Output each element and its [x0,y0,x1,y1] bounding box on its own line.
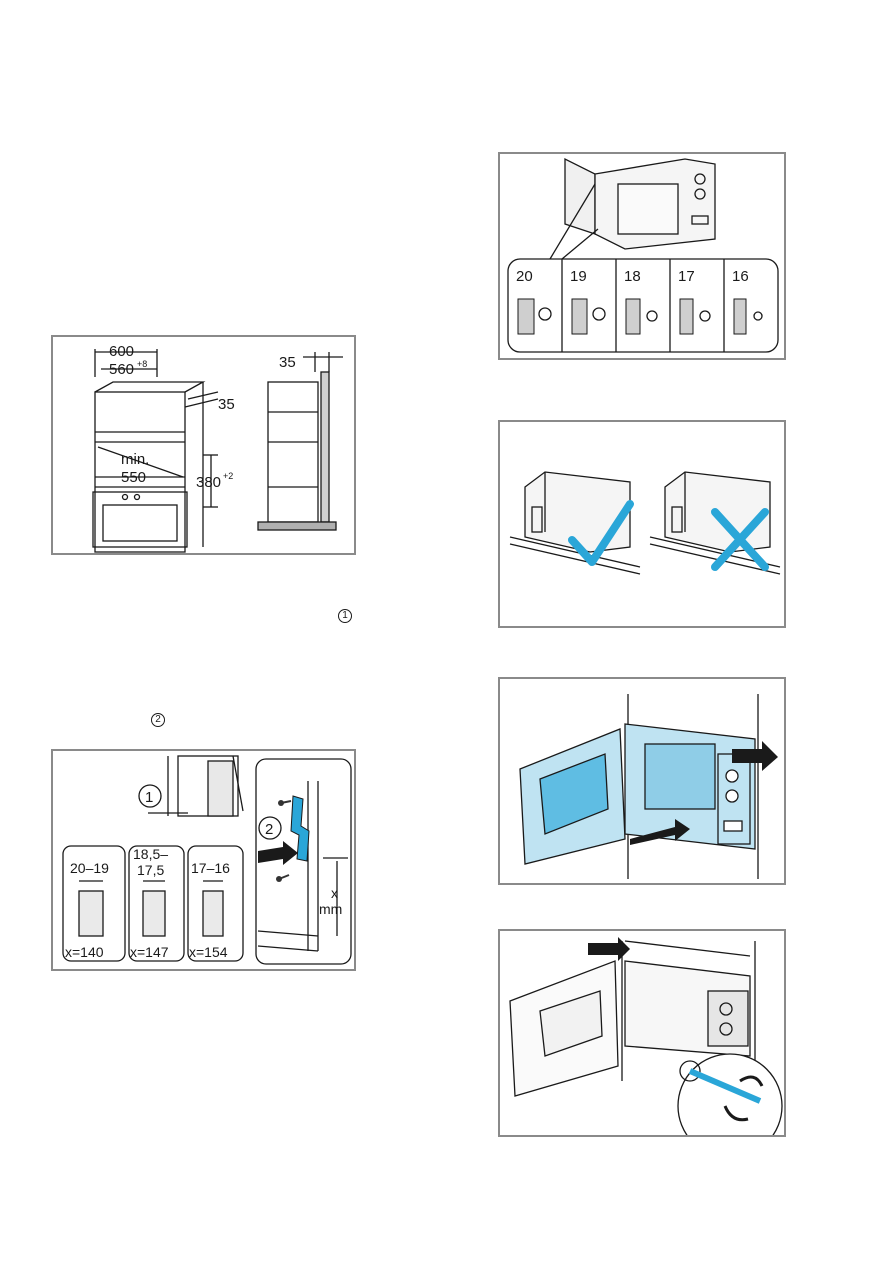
cabinet-dimensions-figure: 600 560 +8 35 min. 550 380 +2 35 [51,335,356,555]
dim-35-side-label: 35 [279,354,296,371]
fix-screw-figure [498,929,786,1137]
cabinet-dimensions-drawing: 600 560 +8 35 min. 550 380 +2 35 [92,343,343,553]
fix-screw-drawing [509,937,783,1135]
step-marker-1: 1 [338,609,352,623]
panel-2-range-a: 18,5– [133,846,168,862]
rotate-arrow-icon [739,1075,764,1087]
mounting-strip-figure: 1 2 20–19 18,5– 17,5 17–16 x=140 x=147 x… [51,749,356,971]
thickness-17: 17 [678,268,695,285]
insert-appliance-figure [498,677,786,885]
cross-icon [711,508,769,571]
panel-3-x: x=154 [189,944,228,960]
placement-check-figure [498,420,786,628]
x-dimension-label: x [331,885,338,901]
panel-2-x: x=147 [130,944,169,960]
thickness-16: 16 [732,268,749,285]
panel-1-x: x=140 [65,944,104,960]
wall-thickness-drawing: 20 19 18 17 16 [507,157,779,353]
dim-380-label: 380 [196,474,221,491]
dim-600-label: 600 [109,343,134,360]
panel-3-range: 17–16 [191,860,230,876]
insert-appliance-drawing [519,694,778,879]
checkmark-icon [568,500,634,566]
wall-thickness-figure: 20 19 18 17 16 [498,152,786,360]
callout-1-label: 1 [145,789,153,806]
dim-min-label: min. [121,451,149,468]
placement-check-drawing [509,471,781,575]
panel-1-range: 20–19 [70,860,109,876]
dim-35-top-label: 35 [218,396,235,413]
screwdriver-icon [688,1068,762,1104]
thickness-19: 19 [570,268,587,285]
mounting-strip-drawing: 1 2 20–19 18,5– 17,5 17–16 x=140 x=147 x… [62,755,352,965]
dim-560-label: 560 [109,361,134,378]
dim-560-sup: +8 [137,359,147,369]
dim-380-sup: +2 [223,471,233,481]
thickness-18: 18 [624,268,641,285]
dim-550-label: 550 [121,469,146,486]
mm-unit-label: mm [319,901,342,917]
step-marker-2: 2 [151,713,165,727]
thickness-20: 20 [516,268,533,285]
panel-2-range-b: 17,5 [137,862,164,878]
callout-2-label: 2 [265,821,273,838]
